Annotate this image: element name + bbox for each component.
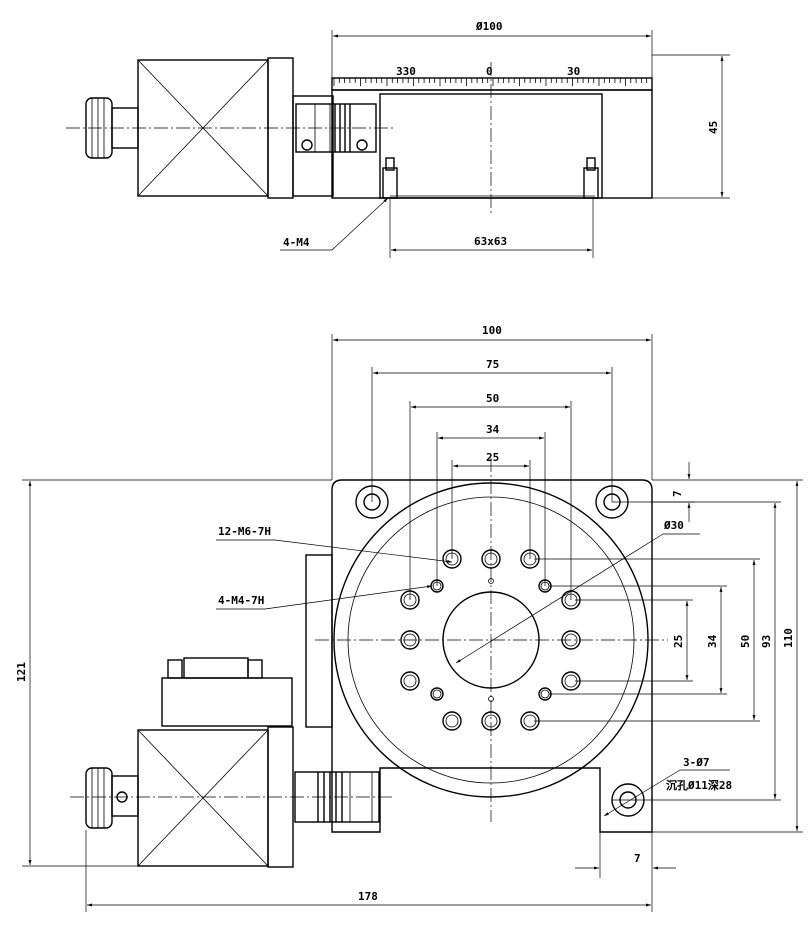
scale-label-30: 30 xyxy=(567,65,580,78)
dim-100-label: 100 xyxy=(482,324,502,337)
dim-25-label: 25 xyxy=(486,451,499,464)
top-view: 100 75 50 34 25 7 25 34 50 93 110 121 17… xyxy=(15,324,803,912)
callout-4-m4: 4-M4 xyxy=(280,197,389,251)
callout-12-m6: 12-M6-7H xyxy=(216,525,453,563)
dim-63x63-label: 63x63 xyxy=(474,235,507,248)
angle-scale xyxy=(333,78,648,86)
callout-4-m4-7h: 4-M4-7H xyxy=(216,585,433,610)
callout-bore-30: Ø30 xyxy=(455,519,700,664)
dim-178: 178 xyxy=(85,830,653,912)
base-plate xyxy=(331,479,653,833)
dim-v110-label: 110 xyxy=(782,628,795,648)
scale-label-0: 0 xyxy=(486,65,493,78)
dim-63x63: 63x63 xyxy=(389,198,594,258)
m6-hole xyxy=(400,630,420,650)
counterbore-holes xyxy=(355,485,645,817)
dim-height-45: 45 xyxy=(652,54,730,199)
side-view: 330 0 30 Ø100 45 63x63 4-M4 xyxy=(66,20,730,258)
callout-4-m4-7h-label: 4-M4-7H xyxy=(218,594,264,607)
horizontal-dimensions xyxy=(331,334,653,600)
dim-7-top-label: 7 xyxy=(671,490,684,497)
dim-50-label: 50 xyxy=(486,392,499,405)
m4-hole xyxy=(430,687,444,701)
callout-bore-30-label: Ø30 xyxy=(663,519,684,532)
dim-178-label: 178 xyxy=(358,890,378,903)
dim-7-bottom: 7 xyxy=(575,832,676,878)
callout-counterbore: 3-Ø7 沉孔Ø11深28 xyxy=(603,756,732,817)
vertical-dimensions xyxy=(534,462,803,833)
housing-side xyxy=(331,77,653,199)
callout-4-m4-label: 4-M4 xyxy=(283,236,310,249)
dim-v50-label: 50 xyxy=(739,635,752,648)
callout-12-m6-label: 12-M6-7H xyxy=(218,525,271,538)
dim-7-bottom-label: 7 xyxy=(634,852,641,865)
dim-121-label: 121 xyxy=(15,662,28,682)
callout-counterbore-b-label: 沉孔Ø11深28 xyxy=(666,778,732,792)
dim-diameter-100-label: Ø100 xyxy=(475,20,503,33)
motor-top xyxy=(85,657,380,868)
scale-label-330: 330 xyxy=(396,65,416,78)
dim-75-label: 75 xyxy=(486,358,499,371)
side-block xyxy=(305,554,333,728)
dim-34-label: 34 xyxy=(486,423,500,436)
m6-hole xyxy=(442,711,462,731)
dim-v25-label: 25 xyxy=(672,635,685,648)
dim-diameter-100: Ø100 xyxy=(331,20,653,78)
dim-v34-label: 34 xyxy=(706,634,719,648)
m6-hole xyxy=(400,671,420,691)
dim-v93-label: 93 xyxy=(760,635,773,648)
callout-counterbore-a-label: 3-Ø7 xyxy=(683,756,710,769)
coupling-side xyxy=(292,95,377,197)
dim-121: 121 xyxy=(15,479,332,867)
dim-height-45-label: 45 xyxy=(707,121,720,134)
